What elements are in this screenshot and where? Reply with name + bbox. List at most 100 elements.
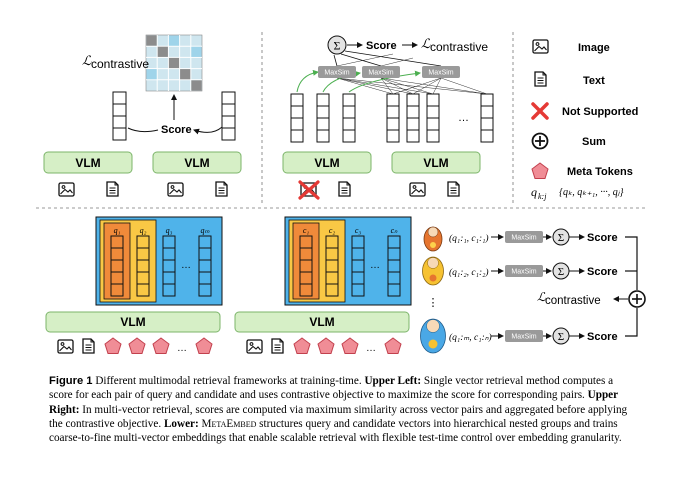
vlm-label: VLM <box>309 315 334 329</box>
loss-subscript: contrastive <box>430 40 488 54</box>
legend-text-label: Text <box>583 75 605 87</box>
pair-label: (q₁:ₘ, c₁:ₙ) <box>449 332 492 343</box>
meta-token-icon <box>384 337 402 354</box>
vector-label: c₁ <box>303 226 310 235</box>
maxsim-box <box>505 265 543 277</box>
loss-subscript: contrastive <box>91 57 149 71</box>
caption-upper-left-text: Single vector retrieval method computes … <box>49 375 614 402</box>
vector-label: cₙ <box>391 226 399 235</box>
ellipsis: … <box>458 112 469 124</box>
caption-lower-heading: Lower: <box>163 417 199 430</box>
loss-symbol: ℒ <box>537 290 546 304</box>
legend-meta-tokens-label: Meta Tokens <box>567 166 633 178</box>
vlm-block-query <box>282 151 372 174</box>
query-vector <box>112 91 127 141</box>
score-label: Score <box>366 40 397 52</box>
svg-text:MaxSim: MaxSim <box>428 70 453 77</box>
doll-icon-large <box>420 318 446 354</box>
vertical-ellipsis: ⋮ <box>428 297 439 309</box>
svg-text:MaxSim: MaxSim <box>368 70 393 77</box>
maxsim-box <box>505 231 543 243</box>
legend-image-label: Image <box>578 42 610 54</box>
maxsim-label: MaxSim <box>511 235 536 242</box>
loss-subscript: contrastive <box>545 295 601 307</box>
vector-label: qₘ <box>201 226 210 235</box>
lower-panel: q₁ q₂ q₃ qₘ … c₁ c₂ c₃ cₙ … VLM <box>45 216 646 354</box>
image-icon <box>58 182 75 197</box>
vector-label: q₂ <box>140 226 147 235</box>
meta-token-icon <box>317 337 335 354</box>
pentagon-icon <box>531 162 549 179</box>
meta-token-icon <box>128 337 146 354</box>
pair-label: (q₁:₂, c₁:₂) <box>449 267 489 278</box>
query-nested-groups: q₁ q₂ q₃ qₘ … <box>95 216 223 306</box>
vlm-label: VLM <box>423 156 448 170</box>
score-label: Score <box>587 266 618 278</box>
image-icon <box>57 339 74 354</box>
qkj-set: {qₖ, qₖ₊₁, ···, qⱼ} <box>559 187 624 198</box>
upper-right-panel: Σ Score ℒ contrastive MaxSim <box>282 35 494 200</box>
loss-symbol: ℒ <box>421 36 431 51</box>
sum-icon: Σ <box>327 35 347 55</box>
image-icon <box>167 182 184 197</box>
cross-icon <box>531 102 549 120</box>
legend: Image Text Not Supported Sum Meta Tokens… <box>531 39 638 201</box>
qkj-subscript: k:j <box>538 192 547 201</box>
query-multi-vectors <box>290 93 356 143</box>
ellipsis: … <box>177 343 187 354</box>
svg-text:Σ: Σ <box>558 331 564 343</box>
meta-token-icon <box>341 337 359 354</box>
maxsim-box: MaxSim <box>318 66 356 78</box>
similarity-matrix <box>145 34 203 92</box>
plus-circle-icon <box>628 290 646 308</box>
score-label: Score <box>587 331 618 343</box>
vector-label: c₃ <box>355 226 362 235</box>
vlm-label: VLM <box>120 315 145 329</box>
plus-circle-icon <box>531 132 549 150</box>
vector-label: c₂ <box>329 226 336 235</box>
text-icon <box>82 338 95 354</box>
upper-left-panel: ℒ contrastive Score VLM VLM <box>43 34 242 197</box>
caption-upper-left-heading: Upper Left: <box>364 375 422 387</box>
vlm-block-candidate <box>391 151 481 174</box>
candidate-multi-vectors <box>386 93 494 143</box>
text-icon <box>215 181 228 197</box>
framework-diagram: ℒ contrastive Score VLM VLM Σ <box>36 32 648 354</box>
qkj-symbol: q <box>531 185 537 199</box>
caption-lower-text: structures query and candidate vectors i… <box>49 417 622 445</box>
text-icon <box>106 181 119 197</box>
figure-number: Figure 1 <box>49 375 93 387</box>
candidate-vector <box>221 91 236 141</box>
text-icon <box>534 71 547 87</box>
caption-upper-right-text: In multi-vector retrieval, scores are co… <box>49 403 628 430</box>
figure-caption: Figure 1 Different multimodal retrieval … <box>49 374 639 445</box>
maxsim-label: MaxSim <box>511 334 536 341</box>
meta-token-icon <box>293 337 311 354</box>
svg-text:Σ: Σ <box>558 266 564 278</box>
legend-not-supported-label: Not Supported <box>562 106 638 118</box>
ellipsis: … <box>370 260 380 271</box>
ellipsis: … <box>181 260 191 271</box>
image-icon <box>409 182 426 197</box>
ellipsis: … <box>366 343 376 354</box>
pair-label: (q₁:₁, c₁:₁) <box>449 233 489 244</box>
vlm-block-query <box>43 151 133 174</box>
maxsim-box <box>505 330 543 342</box>
meta-token-icon <box>104 337 122 354</box>
vlm-label: VLM <box>314 156 339 170</box>
svg-text:MaxSim: MaxSim <box>324 70 349 77</box>
vlm-block-candidate <box>152 151 242 174</box>
svg-text:Σ: Σ <box>334 39 341 53</box>
doll-icon-medium <box>422 256 444 286</box>
unsupported-image-icon <box>298 180 320 200</box>
meta-token-icon <box>152 337 170 354</box>
image-icon <box>246 339 263 354</box>
loss-symbol: ℒ <box>82 53 92 68</box>
text-icon <box>271 338 284 354</box>
vector-label: q₁ <box>114 226 121 235</box>
candidate-nested-groups: c₁ c₂ c₃ cₙ … <box>284 216 412 306</box>
image-icon <box>532 39 549 54</box>
maxsim-box: MaxSim <box>422 66 460 78</box>
meta-token-icon <box>195 337 213 354</box>
svg-text:Σ: Σ <box>558 232 564 244</box>
